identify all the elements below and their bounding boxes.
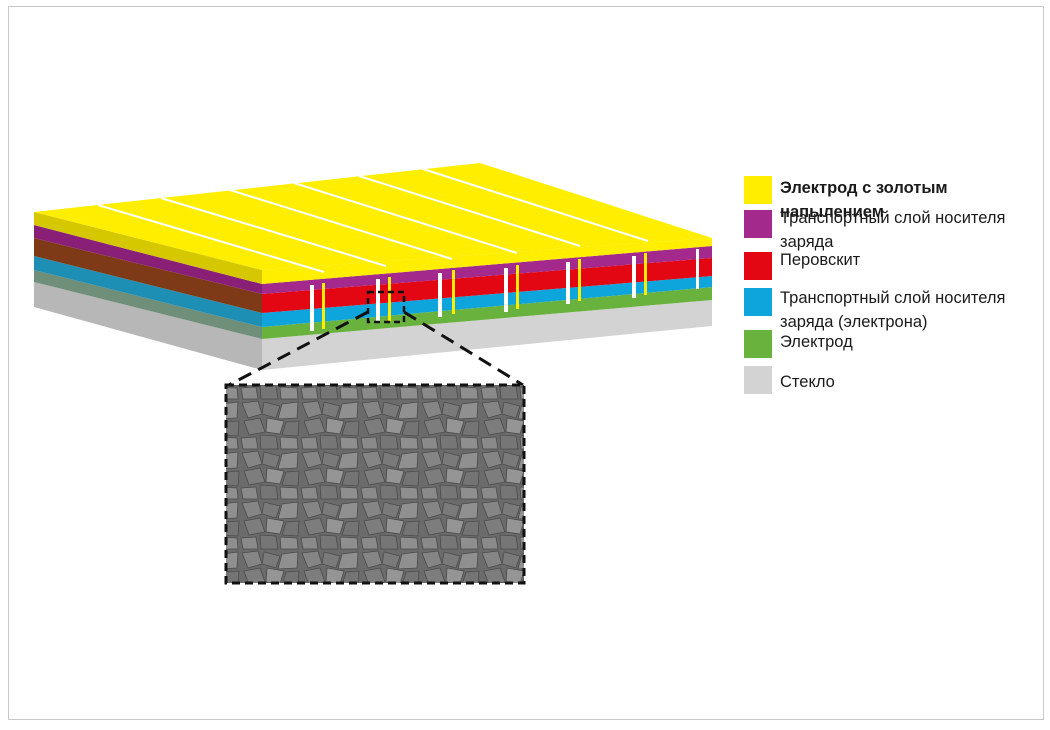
front-cuts: [310, 249, 699, 331]
electrode-side-layer: [34, 270, 262, 339]
etl-front-layer: [262, 276, 712, 327]
legend-item-perovskite: Перовскит: [744, 251, 1044, 292]
legend-label-perovskite: Перовскит: [780, 251, 861, 269]
legend-swatch-electrode: [744, 330, 772, 358]
zoom-line-right: [403, 310, 524, 387]
perovskite-front-layer: [262, 258, 712, 313]
legend-swatch-gold: [744, 176, 772, 204]
htl-front-layer: [262, 246, 712, 294]
gold-front-layer: [262, 238, 712, 284]
legend-item-gold-electrode: Электрод с золотым напылением: [744, 176, 1044, 221]
legend-swatch-perovskite: [744, 252, 772, 280]
electrode-front-layer: [262, 287, 712, 339]
sem-micrograph: [226, 385, 524, 583]
perovskite-side-layer: [34, 238, 262, 313]
etl-side-layer: [34, 256, 262, 327]
gold-side-layer: [34, 212, 262, 284]
legend-label-htl: Транспортный слой носителя заряда: [780, 209, 1006, 251]
legend-label-glass: Стекло: [780, 373, 835, 391]
legend-label-electrode: Электрод: [780, 333, 853, 351]
zoom-line-left: [228, 310, 369, 387]
scribe-lines: [97, 168, 649, 273]
legend-item-etl: Транспортный слой носителя заряда (элект…: [744, 288, 1044, 331]
zoom-region-box: [366, 290, 406, 324]
figure-frame: [8, 6, 1044, 720]
legend-item-electrode: Электрод: [744, 330, 1044, 370]
glass-front-layer: [262, 300, 712, 370]
glass-side-layer: [34, 282, 262, 370]
legend-label-gold-electrode: Электрод с золотым напылением: [780, 179, 948, 221]
legend-item-glass: Стекло: [744, 366, 1044, 406]
legend-swatch-etl: [744, 288, 772, 316]
htl-side-layer: [34, 225, 262, 294]
legend-swatch-glass: [744, 366, 772, 394]
gold-top-surface: [34, 163, 712, 270]
legend-item-htl: Транспортный слой носителя заряда: [744, 209, 1044, 251]
legend-swatch-htl: [744, 210, 772, 238]
sem-micrograph-border: [224, 383, 526, 585]
legend-label-etl: Транспортный слой носителя заряда (элект…: [780, 289, 1006, 331]
